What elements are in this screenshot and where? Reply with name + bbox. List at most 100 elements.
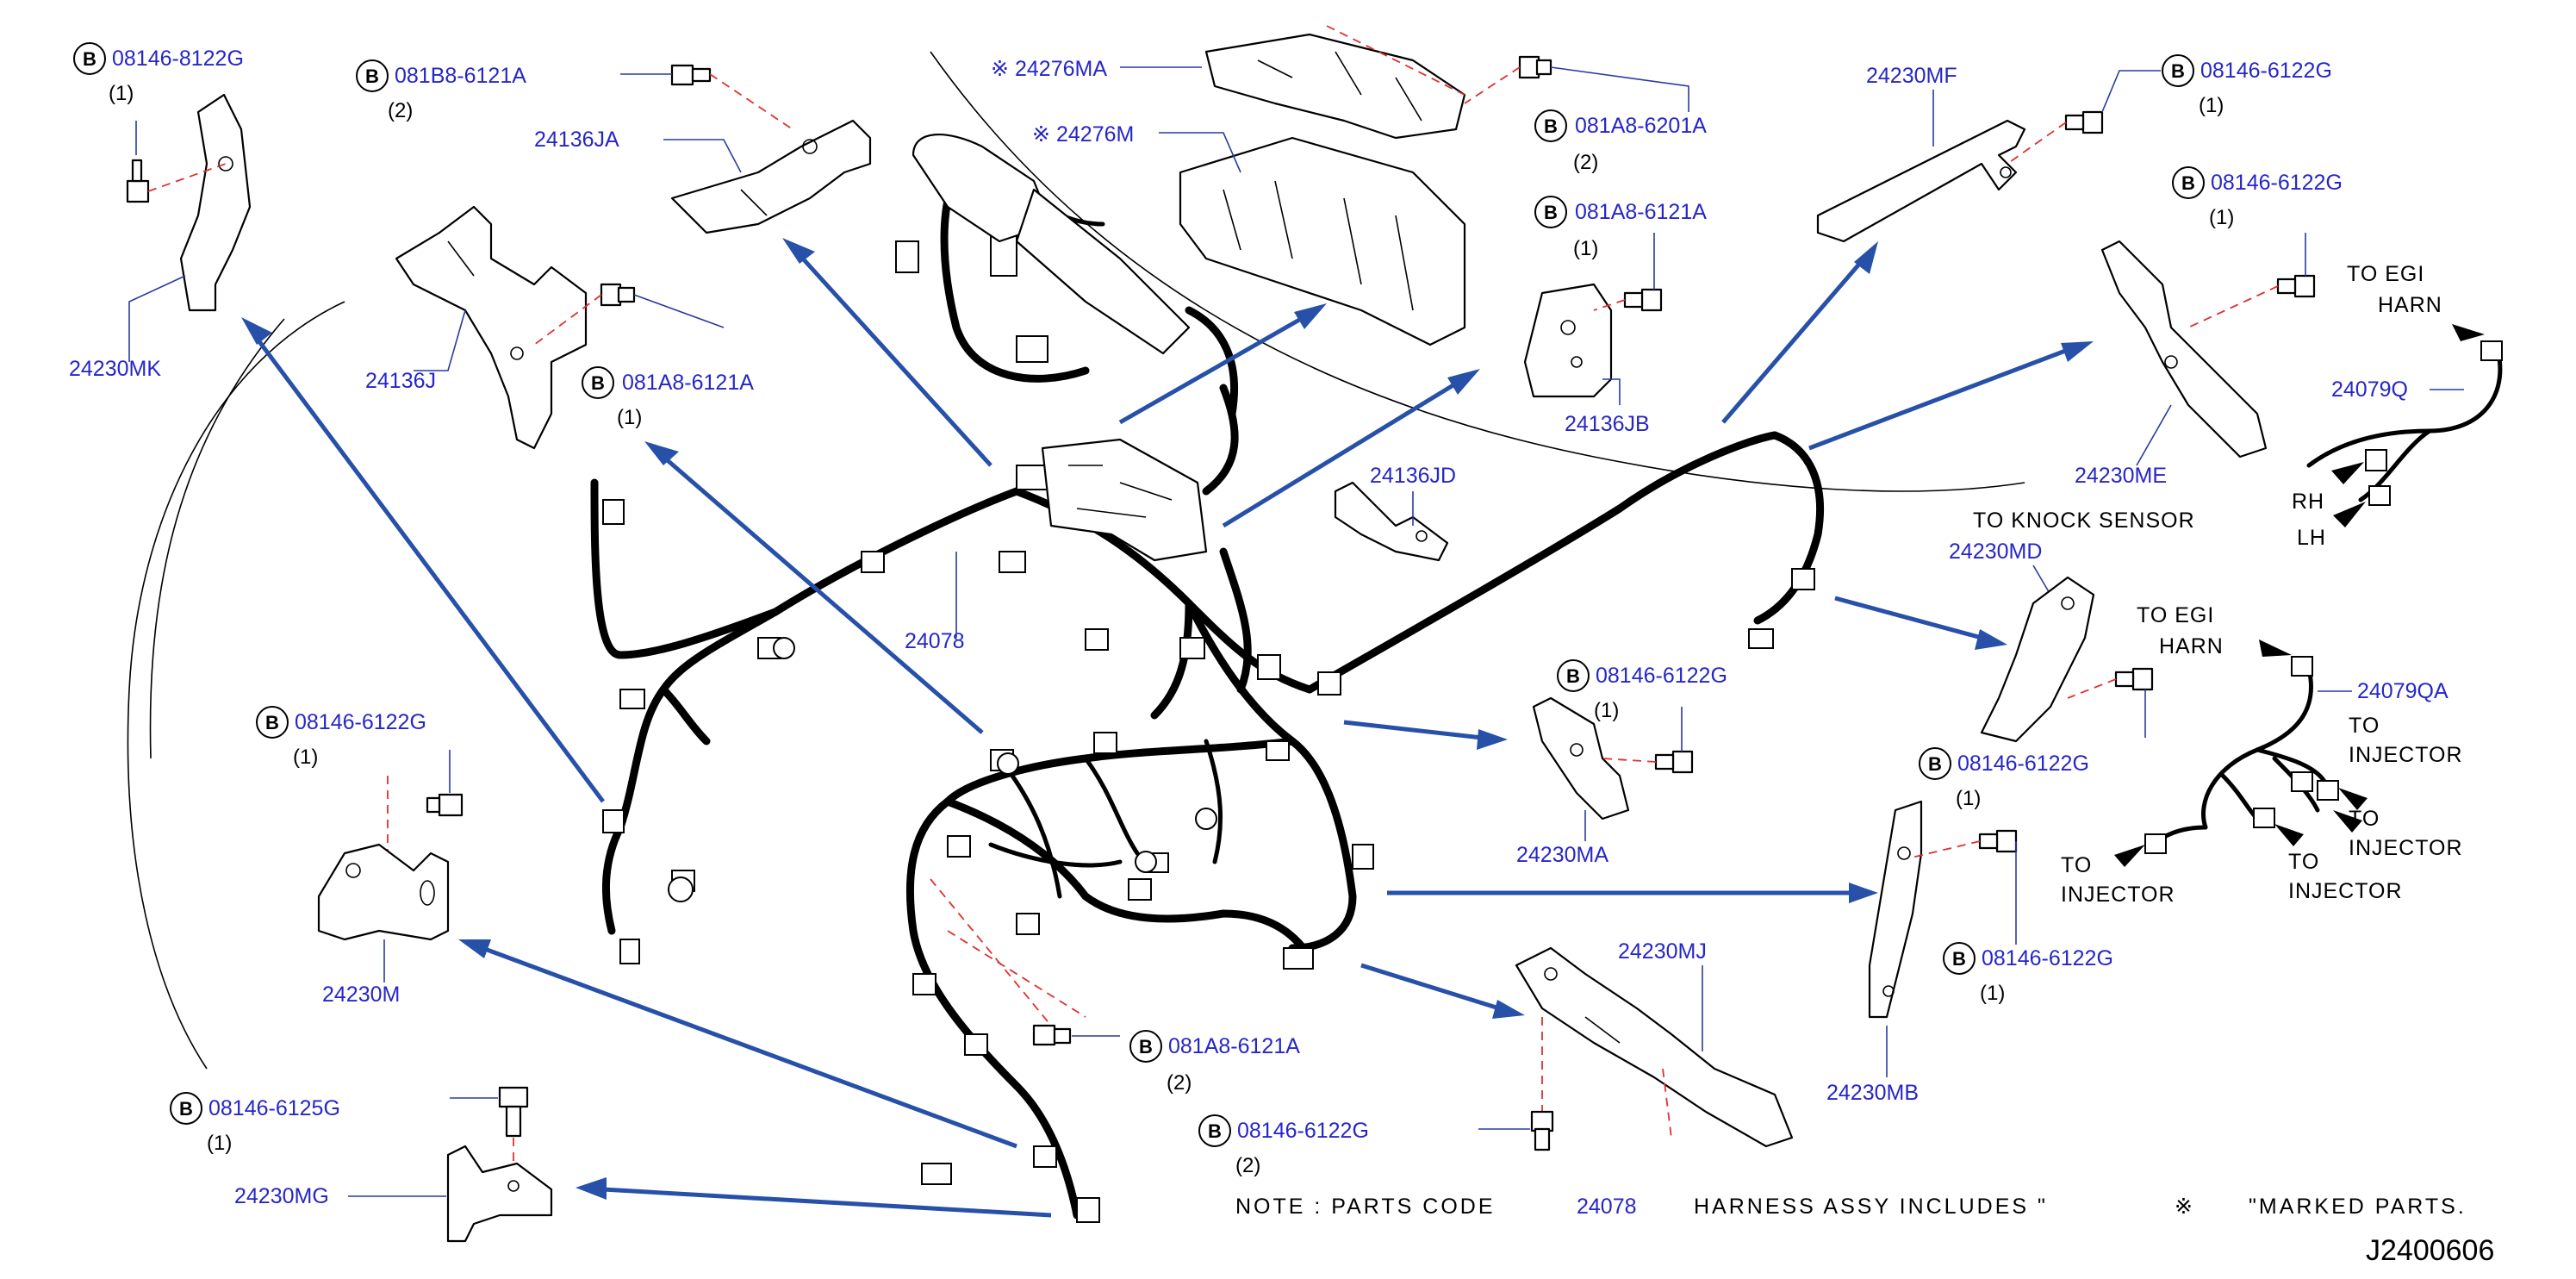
bolt-08146-6122G-me: B 08146-6122G (1) [2172, 166, 2343, 229]
svg-text:081A8-6201A: 081A8-6201A [1575, 114, 1707, 138]
part-24230MK-bracket [179, 93, 252, 312]
part-24136J-bracket [395, 205, 588, 450]
svg-text:08146-6122G: 08146-6122G [2211, 171, 2343, 195]
svg-text:B: B [1566, 665, 1580, 687]
svg-text:B: B [2171, 60, 2185, 82]
note-part-code: 24078 [1577, 1195, 1637, 1219]
bolt-icon-b10 [1654, 750, 1694, 774]
bolt-081A8-6121A-b: B 081A8-6121A (1) [1534, 196, 1707, 260]
marked-symbol-2: ※ [1032, 122, 1050, 147]
callout-to-egi-harn-top-line2: HARN [2378, 293, 2442, 317]
svg-text:B: B [1544, 202, 1558, 223]
bolt-08146-8122G: B 08146-8122G (1) [73, 42, 244, 105]
main-harness-24078 [590, 159, 1825, 1223]
bolt-081B8-6121A: B 081B8-6121A (2) [356, 59, 526, 122]
bolt-icon-b4 [1518, 55, 1552, 79]
svg-text:B: B [265, 712, 279, 733]
svg-text:(1): (1) [1573, 237, 1598, 260]
label-24136JD: 24136JD [1370, 464, 1456, 488]
callout-to-injector-4-line2: INJECTOR [2288, 879, 2403, 903]
svg-text:081B8-6121A: 081B8-6121A [395, 64, 526, 88]
pointer-arrows [241, 238, 2094, 1218]
svg-text:B: B [1208, 1120, 1222, 1142]
bolt-08146-6125G: B 08146-6125G (1) [170, 1092, 340, 1155]
svg-text:(1): (1) [2209, 206, 2234, 229]
bolt-081A8-6121A-a: B 081A8-6121A (1) [582, 366, 754, 429]
figure-code: J2400606 [2366, 1234, 2494, 1267]
callout-to-injector-3-line1: TO [2061, 853, 2092, 877]
label-24230ME: 24230ME [2075, 464, 2167, 488]
part-24136JD-bracket [1334, 481, 1449, 562]
part-24230MA-bracket [1532, 696, 1630, 820]
part-24230MB-bracket [1868, 800, 1923, 1019]
note-prefix: NOTE : PARTS CODE [1235, 1195, 1496, 1219]
marked-symbol-1: ※ [991, 57, 1009, 81]
callout-to-egi-harn-top-line1: TO EGI [2347, 262, 2424, 286]
part-24276M-cover [1179, 136, 1466, 346]
part-24276M-sleeve [912, 133, 1191, 355]
svg-text:B: B [1928, 753, 1942, 775]
footer-note: NOTE : PARTS CODE 24078 HARNESS ASSY INC… [1235, 1195, 2467, 1219]
svg-text:08146-6122G: 08146-6122G [295, 710, 426, 734]
bolt-icon-b9 [1978, 829, 2018, 853]
part-24230MG-bracket [446, 1145, 553, 1243]
bolt-icon-b7 [2276, 274, 2316, 298]
outline-curve-top [930, 51, 2025, 492]
svg-text:B: B [2181, 172, 2195, 194]
note-suffix: "MARKED PARTS. [2249, 1195, 2467, 1219]
bolt-08146-6122G-mb-top: B 08146-6122G (1) [1919, 747, 2089, 810]
callout-to-injector-2-line1: TO [2349, 807, 2380, 831]
svg-text:B: B [365, 66, 379, 87]
label-24079Q: 24079Q [2331, 377, 2408, 402]
harness-24079Q [2306, 324, 2503, 527]
bolt-081A8-6121A-c: B 081A8-6121A (2) [1129, 1030, 1300, 1095]
svg-text:B: B [1544, 115, 1558, 137]
part-24230ME-bracket [2100, 240, 2268, 459]
bolt-icon-b13 [498, 1086, 529, 1138]
bolt-icon-b2 [670, 64, 712, 86]
label-24230MD: 24230MD [1949, 540, 2042, 564]
bolt-08146-6122G-mj: B 08146-6122G (2) [1198, 1114, 1369, 1177]
svg-text:08146-6122G: 08146-6122G [1237, 1119, 1369, 1143]
harness-24079QA [2114, 640, 2368, 867]
svg-text:(1): (1) [293, 746, 318, 769]
part-24136JB-plate [1523, 283, 1613, 398]
svg-text:B: B [591, 372, 605, 394]
svg-text:B: B [1952, 948, 1966, 970]
label-24230MB: 24230MB [1826, 1081, 1919, 1105]
label-24230M: 24230M [322, 983, 400, 1007]
svg-text:08146-6122G: 08146-6122G [1596, 664, 1727, 688]
outline-curve-left [127, 301, 345, 1070]
svg-text:(2): (2) [1235, 1154, 1260, 1177]
part-24230MD-bracket [1980, 576, 2095, 743]
callout-to-injector-4-line1: TO [2288, 850, 2319, 874]
svg-text:(1): (1) [207, 1132, 232, 1155]
callout-to-injector-1-line2: INJECTOR [2349, 743, 2463, 767]
svg-text:08146-6122G: 08146-6122G [1982, 946, 2113, 970]
svg-text:(1): (1) [1956, 787, 1981, 810]
label-24230MK: 24230MK [69, 357, 161, 381]
svg-text:08146-6122G: 08146-6122G [2200, 59, 2332, 83]
callout-to-egi-harn-mid-line1: TO EGI [2137, 603, 2214, 627]
label-24276M: 24276M [1056, 122, 1134, 147]
callout-to-egi-harn-mid-line2: HARN [2159, 634, 2224, 658]
svg-text:B: B [83, 48, 96, 70]
svg-text:08146-6122G: 08146-6122G [1957, 752, 2089, 776]
label-24079QA: 24079QA [2357, 679, 2448, 703]
label-24136JB: 24136JB [1565, 412, 1650, 436]
svg-text:081A8-6121A: 081A8-6121A [1168, 1034, 1300, 1058]
label-24230MF: 24230MF [1866, 64, 1957, 88]
bolt-icon-b12 [1032, 1024, 1072, 1046]
svg-text:(1): (1) [109, 82, 134, 105]
part-24230MJ-bracket [1515, 946, 1794, 1148]
bolt-icon-b14 [1530, 1110, 1554, 1151]
bolt-icon-b6 [2064, 110, 2104, 134]
svg-text:(1): (1) [1980, 982, 2005, 1005]
label-24230MA: 24230MA [1516, 843, 1608, 867]
label-24078: 24078 [905, 629, 965, 653]
bolt-icon-b8 [2114, 667, 2154, 691]
bolt-icon-b1 [126, 159, 150, 203]
svg-text:081A8-6121A: 081A8-6121A [622, 371, 754, 395]
bolt-08146-6122G-mf: B 08146-6122G (1) [2162, 54, 2332, 117]
